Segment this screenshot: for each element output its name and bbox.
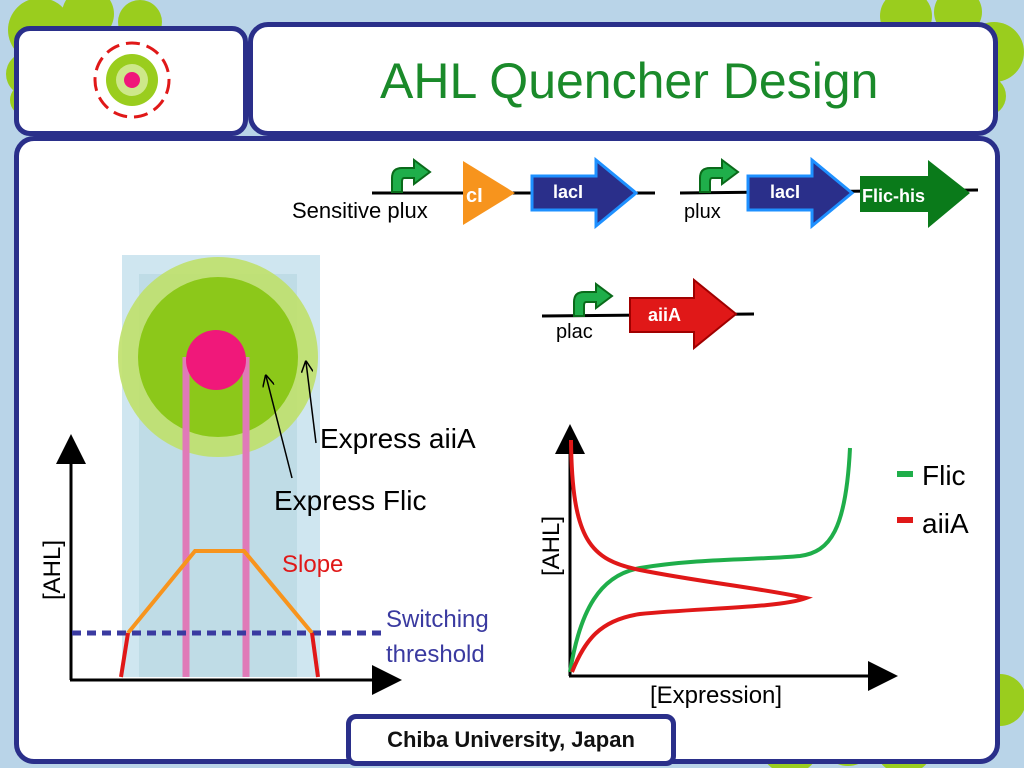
- promoter-arrow-icon: [573, 282, 614, 317]
- ahl-expression-chart: [AHL] [Expression] Flic aiiA: [538, 424, 969, 709]
- slide-title: AHL Quencher Design: [380, 53, 879, 109]
- legend-aiia-swatch: [897, 517, 913, 523]
- laci-gene-label: lacI: [553, 182, 583, 202]
- construct-sensitive-plux: Sensitive plux cI lacI: [292, 156, 655, 230]
- footer-affiliation: Chiba University, Japan: [346, 714, 676, 766]
- slope-label: Slope: [282, 551, 343, 578]
- logo-target-icon: [93, 41, 171, 119]
- laci-gene-arrow: [746, 156, 855, 230]
- ci-gene-triangle: [463, 161, 515, 225]
- legend-aiia-label: aiiA: [922, 508, 969, 539]
- threshold-label-line2: threshold: [386, 641, 485, 668]
- legend-flic-label: Flic: [922, 460, 966, 491]
- construct-plux: plux lacI Flic-his: [679, 156, 979, 230]
- flic-his-gene-arrow: [860, 160, 970, 228]
- aiia-curve: [569, 439, 813, 673]
- laci-gene-label: lacI: [770, 182, 800, 202]
- aiia-gene-arrow: [629, 277, 738, 351]
- promoter-label: Sensitive plux: [292, 198, 428, 223]
- flic-curve: [568, 447, 852, 673]
- aiia-gene-label: aiiA: [648, 305, 681, 325]
- promoter-label: plac: [556, 321, 593, 343]
- title-panel: [248, 22, 998, 136]
- laci-gene-arrow: [530, 156, 639, 230]
- construct-plac: plac aiiA: [541, 277, 755, 351]
- right-y-axis-label: [AHL]: [538, 516, 565, 576]
- threshold-label-line1: Switching: [386, 606, 489, 633]
- expression-zone-diagram: Express aiiA Express Flic [AHL] Switchin…: [39, 255, 489, 695]
- promoter-label: plux: [684, 201, 721, 223]
- ci-gene-label: cI: [466, 185, 483, 207]
- flic-his-gene-label: Flic-his: [862, 186, 925, 206]
- legend-flic-swatch: [897, 471, 913, 477]
- left-y-axis-label: [AHL]: [39, 540, 66, 600]
- express-flic-label: Express Flic: [274, 485, 426, 516]
- promoter-arrow-icon: [699, 158, 740, 193]
- express-aiia-label: Express aiiA: [320, 423, 476, 454]
- right-x-axis-label: [Expression]: [650, 682, 782, 709]
- promoter-arrow-icon: [391, 158, 432, 193]
